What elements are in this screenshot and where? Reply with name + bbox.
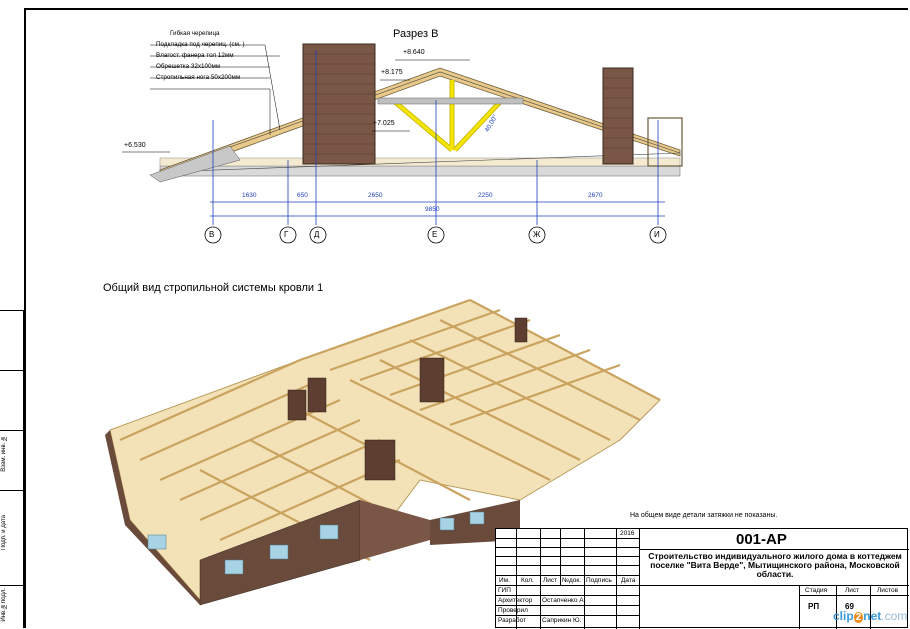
title-block-name: Саприкин Ю.: [542, 617, 582, 624]
elevation-label: +8.640: [403, 49, 425, 56]
layer-label: Обрешетка 32х100мм: [156, 63, 221, 70]
elevation-label: +7.025: [373, 120, 395, 127]
axis-label: Ж: [533, 230, 541, 239]
layer-legend: Гибкая черепица Подкладка под черепиц. (…: [150, 30, 274, 85]
title-block-col-header: Подпись: [586, 577, 612, 584]
axis-label: И: [654, 230, 660, 239]
side-stamp-cell: Взам. инв. №: [0, 430, 24, 490]
left-eave: [149, 145, 241, 183]
title-block-col-header: Дата: [621, 577, 636, 584]
title-block-col-header: №док.: [562, 577, 582, 584]
title-block-year: 2016: [620, 530, 635, 537]
brick-pattern: [303, 53, 633, 155]
dimension-label: 650: [297, 192, 308, 199]
axis-label: Е: [432, 230, 438, 239]
dimension-lines: [210, 50, 665, 225]
title-block-role: Проверил: [498, 607, 528, 614]
chimneys-3d: [287, 317, 528, 481]
layer-leaders: [150, 44, 281, 135]
truss-members: [393, 80, 502, 152]
side-stamp-cell: [0, 370, 24, 430]
dimension-label: 2670: [588, 192, 603, 199]
title-block-role: Архитектор: [498, 597, 533, 604]
title-block-code: 001-АР: [736, 531, 787, 548]
title-block-role: Разработ: [498, 617, 527, 624]
windows: [147, 511, 485, 575]
side-stamp-cell: Подп. и дата: [0, 490, 24, 585]
title-block-stage-header: Листов: [877, 587, 899, 594]
layer-label: Влагост. фанера тол 12мм: [156, 52, 234, 59]
title-block-stage-header: Стадия: [805, 587, 828, 594]
right-eave-frame: [647, 117, 683, 167]
title-block-col-header: Кол.: [521, 577, 534, 584]
ridge-beam: [377, 97, 524, 105]
layer-label: Гибкая черепица: [170, 30, 220, 37]
elevation-label: +8.175: [381, 69, 403, 76]
title-block-sheet: 69: [845, 602, 854, 611]
rafter-3d-view: [105, 298, 661, 606]
title-block-project: Строительство индивидуального жилого дом…: [648, 551, 902, 579]
dimension-label: 2250: [478, 192, 493, 199]
title-block-col-header: Им.: [499, 577, 510, 584]
axis-label: В: [209, 230, 215, 239]
side-stamp-cell: [0, 310, 24, 370]
title-block: 2016 001-АР Строительство индивидуальног…: [495, 528, 909, 629]
axis-label: Д: [314, 230, 320, 239]
title-block-name: Остапченко А.: [542, 597, 586, 604]
axis-label: Г: [284, 230, 289, 239]
section-title: Разрез В: [393, 28, 439, 40]
ceiling-joists: [159, 157, 681, 167]
title-block-stage: РП: [808, 602, 820, 611]
dimension-label: 2650: [368, 192, 383, 199]
title-block-col-header: Лист: [543, 577, 558, 584]
roof-outline: [159, 71, 681, 173]
side-stamp-cell: Инв.№подл.: [0, 585, 24, 628]
elevation-label: +6.530: [124, 142, 146, 149]
total-dimension-label: 9850: [425, 206, 440, 213]
layer-label: Стропильная нога 50х200мм: [156, 74, 241, 81]
dimension-label: 1630: [242, 192, 257, 199]
axis-bubbles: [204, 226, 667, 244]
view3d-title: Общий вид стропильной системы кровли 1: [103, 282, 324, 294]
chimney-right: [602, 67, 634, 165]
title-block-stage-header: Лист: [845, 587, 860, 594]
elevation-marks: [122, 59, 470, 153]
layer-label: Подкладка под черепиц. (см. ): [156, 41, 245, 48]
title-block-role: ГИП: [498, 587, 511, 594]
floor-slab: [159, 165, 681, 177]
sheet-frame: [24, 8, 908, 628]
side-stamp: Взам. инв. № Подп. и дата Инв.№подл.: [0, 310, 24, 628]
view3d-note: На общем виде детали затяжки не показаны…: [630, 512, 778, 519]
